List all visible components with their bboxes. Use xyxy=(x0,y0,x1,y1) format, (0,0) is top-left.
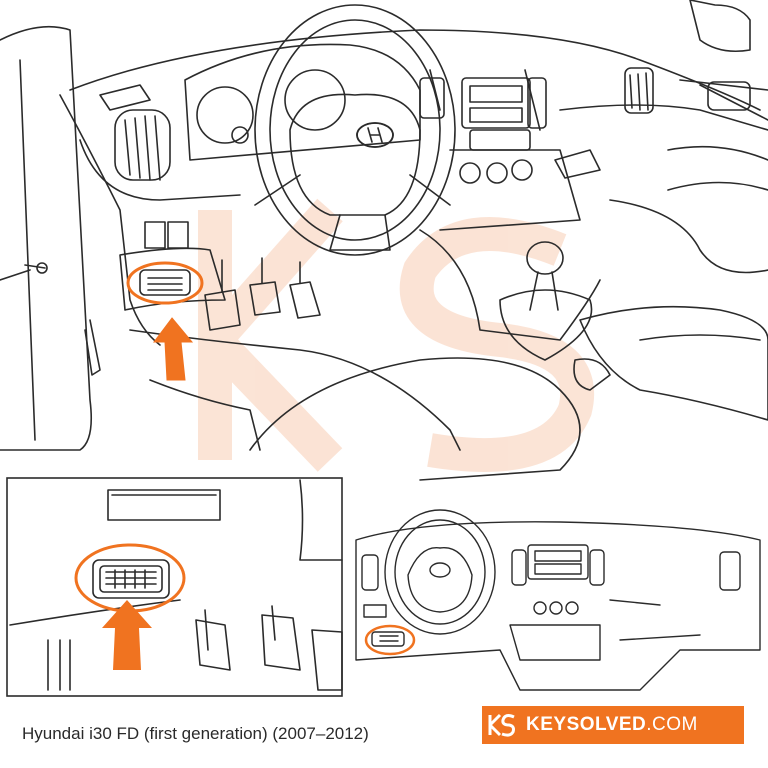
instrument-cluster xyxy=(184,43,421,161)
pedal-gas xyxy=(289,281,321,319)
caption: Hyundai i30 FD (first generation) (2007–… xyxy=(22,724,369,743)
inset-obd-closeup xyxy=(6,477,343,697)
obd-highlight-overview xyxy=(364,624,416,656)
keysolved-banner[interactable]: KEYSOLVED.COM xyxy=(482,706,744,744)
door-frame xyxy=(0,25,93,451)
pedal-brake xyxy=(249,281,281,316)
steering-wheel xyxy=(254,4,456,256)
dashboard xyxy=(69,29,761,111)
obd-port xyxy=(139,269,191,296)
driver-seat xyxy=(249,357,581,481)
keysolved-wordmark: KEYSOLVED.COM xyxy=(526,714,698,735)
inset-dashboard-overview xyxy=(355,509,761,691)
arrow-up-icon xyxy=(102,600,152,670)
hyundai-logo-icon xyxy=(356,122,394,148)
keysolved-logo-icon xyxy=(482,706,522,744)
watermark-ks xyxy=(198,198,595,472)
right-vent xyxy=(624,67,654,114)
obd-highlight-main xyxy=(126,261,204,305)
gear-knob xyxy=(526,241,564,275)
left-vent xyxy=(114,109,171,181)
pedal-clutch xyxy=(204,289,241,331)
arrow-up-icon xyxy=(153,317,194,381)
